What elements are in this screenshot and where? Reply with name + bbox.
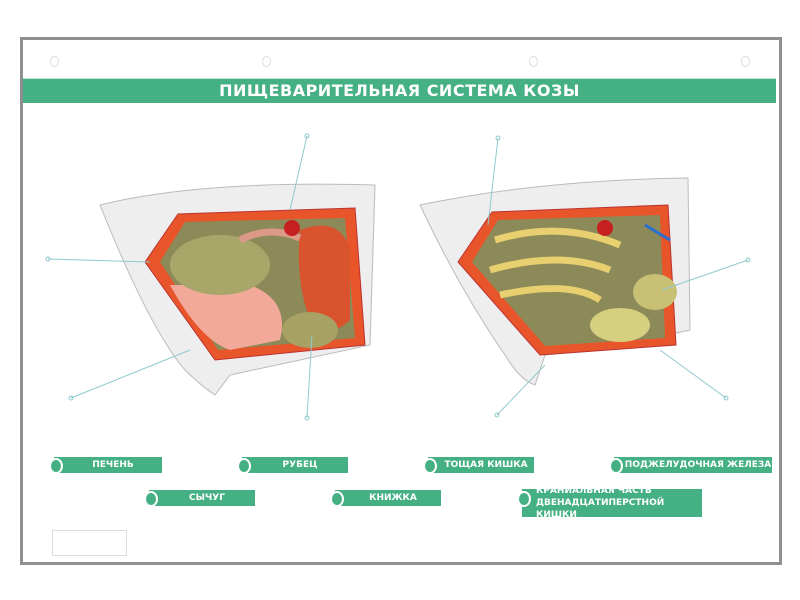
- liver: [298, 225, 350, 330]
- leader-endpoint: [45, 256, 51, 262]
- leader-lines: [45, 133, 751, 421]
- left-goat-illustration: [99, 183, 376, 396]
- jejunum-loops: [489, 227, 622, 303]
- right-goat-illustration: [419, 177, 691, 386]
- leader-endpoint: [745, 257, 751, 263]
- abomasum: [282, 312, 338, 348]
- intestine-coils: [170, 285, 282, 350]
- label-text-line-1: КРАНИАЛЬНАЯ ЧАСТЬ: [536, 486, 652, 496]
- mount-hole: [741, 56, 750, 67]
- bullet-icon: [609, 458, 623, 474]
- bullet-icon: [517, 491, 531, 507]
- label-text: КНИЖКА: [369, 493, 417, 503]
- mount-hole: [262, 56, 271, 67]
- leader-endpoint: [495, 135, 501, 141]
- vein: [644, 223, 671, 242]
- label-text: СЫЧУГ: [189, 493, 225, 503]
- blood-vessel: [284, 220, 300, 236]
- corner-stamp: [52, 530, 127, 556]
- leader-endpoint: [494, 412, 500, 418]
- label-text: ПОДЖЕЛУДОЧНАЯ ЖЕЛЕЗА: [624, 460, 772, 470]
- label-abomasum: СЫЧУГ: [144, 490, 255, 507]
- leader-line: [306, 334, 313, 419]
- leader-line: [496, 364, 546, 416]
- leader-line: [487, 137, 499, 226]
- leader-line: [659, 349, 727, 399]
- poster-title: ПИЩЕВАРИТЕЛЬНАЯ СИСТЕМА КОЗЫ: [23, 78, 776, 103]
- label-text: ТОЩАЯ КИШКА: [444, 460, 528, 470]
- label-text: ПЕЧЕНЬ: [92, 460, 134, 470]
- rumen: [170, 235, 270, 295]
- leader-line: [661, 259, 749, 291]
- label-text: РУБЕЦ: [282, 460, 318, 470]
- label-cranial-duodenum: КРАНИАЛЬНАЯ ЧАСТЬ ДВЕНАДЦАТИПЕРСТНОЙ КИШК…: [517, 486, 702, 520]
- bullet-icon: [144, 491, 158, 507]
- label-text-line-2: ДВЕНАДЦАТИПЕРСТНОЙ КИШКИ: [536, 498, 665, 520]
- leader-endpoint: [68, 395, 74, 401]
- label-omasum: КНИЖКА: [330, 490, 441, 507]
- bullet-icon: [330, 491, 344, 507]
- leader-endpoint: [723, 395, 729, 401]
- mount-hole: [529, 56, 538, 67]
- abomasum: [590, 308, 650, 342]
- blood-vessel: [597, 220, 613, 236]
- label-jejunum: ТОЩАЯ КИШКА: [423, 457, 534, 474]
- leader-line: [70, 349, 191, 399]
- omasum: [633, 274, 677, 310]
- duodenum: [238, 228, 302, 244]
- label-liver: ПЕЧЕНЬ: [49, 457, 162, 474]
- leader-endpoint: [304, 415, 310, 421]
- label-pancreas: ПОДЖЕЛУДОЧНАЯ ЖЕЛЕЗА: [609, 457, 772, 474]
- bullet-icon: [237, 458, 251, 474]
- bullet-icon: [423, 458, 437, 474]
- leader-endpoint: [304, 133, 310, 139]
- bullet-icon: [49, 458, 63, 474]
- leader-line: [47, 258, 151, 263]
- mount-hole: [50, 56, 59, 67]
- leader-line: [289, 135, 308, 211]
- label-text-group: КРАНИАЛЬНАЯ ЧАСТЬ ДВЕНАДЦАТИПЕРСТНОЙ КИШК…: [536, 485, 702, 521]
- label-rumen: РУБЕЦ: [237, 457, 348, 474]
